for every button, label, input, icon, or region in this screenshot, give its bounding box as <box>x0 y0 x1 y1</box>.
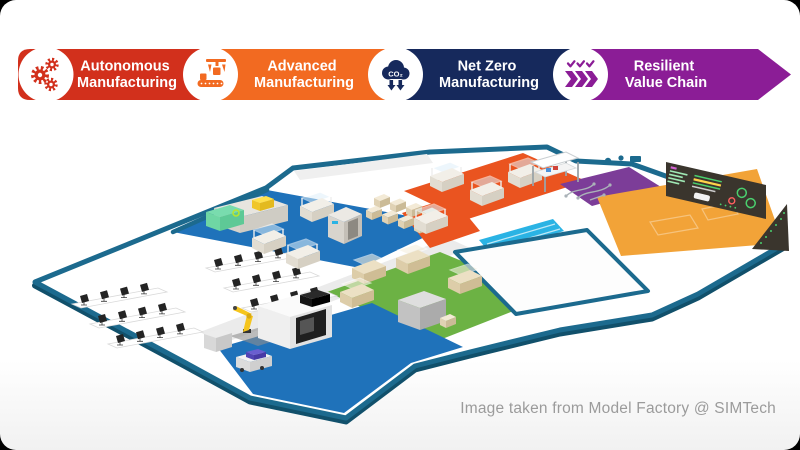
white-room <box>453 228 650 316</box>
gray-box-machine <box>328 207 362 244</box>
icon-circle-1 <box>18 47 74 102</box>
label-netzero: Net Zero Manufacturing <box>439 59 539 92</box>
robot-arm <box>233 306 253 333</box>
label-autonomous: Autonomous Manufacturing <box>77 59 177 92</box>
gray-big-box <box>398 291 446 330</box>
label-advanced: Advanced Manufacturing <box>254 59 354 92</box>
co2-label: CO₂ <box>388 70 403 79</box>
dashboard-board <box>666 162 766 219</box>
co2-cloud-icon: CO₂ <box>382 60 410 91</box>
workbench-cart <box>529 151 580 192</box>
banner-ribbon: CO₂ Autonomous Manufacturing Advanced Ma… <box>18 47 791 102</box>
image-caption: Image taken from Model Factory @ SIMTech <box>460 400 776 417</box>
wall-decor-silhouettes <box>604 155 641 165</box>
label-resilient: Resilient Value Chain <box>625 59 707 92</box>
injection-molding-machine <box>206 196 288 233</box>
cnc-machine <box>258 290 332 349</box>
fixture-machine <box>204 329 232 352</box>
chevrons-check-icon <box>565 60 598 87</box>
network-sketch <box>564 182 612 201</box>
conveyor-pick-icon <box>197 59 226 87</box>
banner-segment-resilient <box>573 49 791 100</box>
kpi-side-board <box>752 204 789 251</box>
corridor-north <box>294 154 433 180</box>
gears-icon <box>31 57 59 92</box>
agv-cart <box>236 349 272 372</box>
